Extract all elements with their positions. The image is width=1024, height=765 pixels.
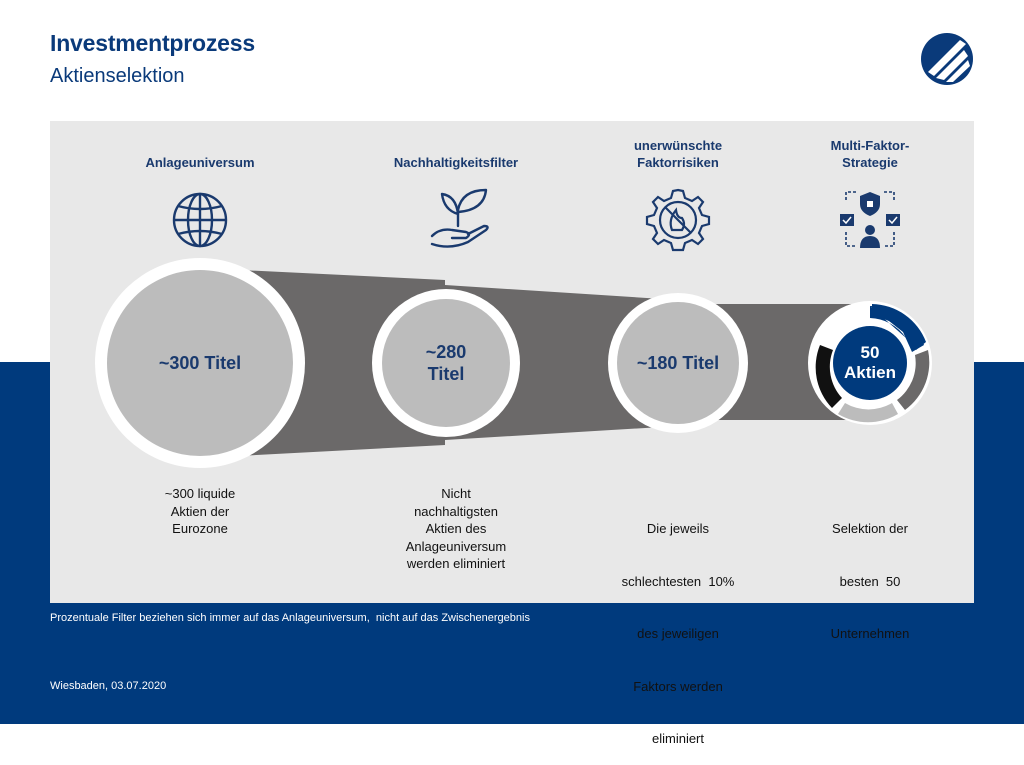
- stage-4-description: Selektion der besten 50 Unternehmen: [830, 521, 910, 641]
- funnel-diagram: [95, 188, 932, 468]
- stage-1-count: ~300 Titel: [158, 353, 242, 373]
- network-security-icon: [840, 191, 900, 248]
- page-subtitle: Aktienselektion: [50, 65, 185, 87]
- stage-1-description: ~300 liquide Aktien der Eurozone: [164, 486, 236, 536]
- stage-3-description: Die jeweils schlechtesten 10% des jeweil…: [621, 521, 735, 746]
- stage-2-count: ~280 Titel: [425, 342, 467, 384]
- stage-2-description: Nicht nachhaltigsten Aktien des Anlageun…: [405, 486, 507, 571]
- stage-2-label: Nachhaltigkeitsfilter: [393, 155, 519, 170]
- stage-1-label: Anlageuniversum: [145, 155, 255, 170]
- plant-in-hand-icon: [430, 188, 489, 248]
- stage-4-label: Multi-Faktor- Strategie: [830, 138, 910, 170]
- stage-4-count: 50 Aktien: [844, 343, 896, 382]
- globe-icon: [172, 192, 228, 248]
- stage-3-count: ~180 Titel: [636, 353, 720, 373]
- footnote: Prozentuale Filter beziehen sich immer a…: [50, 612, 530, 624]
- stage-3-label: unerwünschte Faktorrisiken: [633, 138, 723, 170]
- gear-no-fire-icon: [645, 188, 711, 252]
- footer-date: Wiesbaden, 03.07.2020: [50, 680, 167, 692]
- company-logo: [921, 33, 973, 85]
- stage-4-cycle: [808, 301, 932, 425]
- page-title: Investmentprozess: [50, 30, 255, 56]
